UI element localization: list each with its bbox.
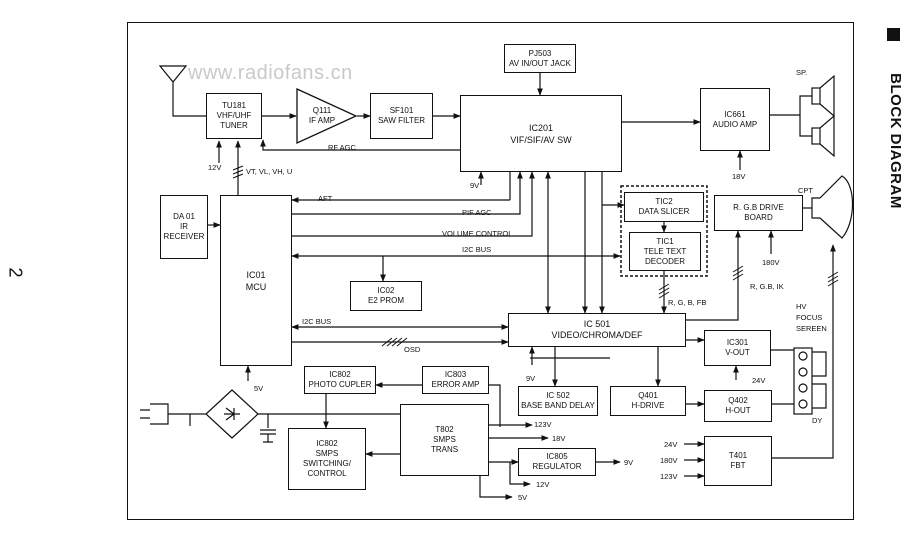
diagram-frame xyxy=(127,22,854,520)
label-123v-fbt: 123V xyxy=(660,472,678,481)
label-pif-agc: PIF AGC xyxy=(462,208,492,217)
label-vt-bus: VT, VL, VH, U xyxy=(246,167,293,176)
label-i2c-bus-top: I2C BUS xyxy=(462,245,492,254)
label-sp: SP. xyxy=(796,68,808,77)
label-12v-out: 12V xyxy=(536,480,550,489)
crt-icon xyxy=(811,175,853,239)
deflection-yoke-icon xyxy=(793,347,813,415)
label-5v-mcu: 5V xyxy=(254,384,264,393)
label-rf-agc: RF AGC xyxy=(328,143,356,152)
label-aft: AFT xyxy=(318,194,333,203)
label-123v: 123V xyxy=(534,420,552,429)
watermark: www.radiofans.cn xyxy=(188,62,353,84)
ac-plug-icon xyxy=(140,403,190,425)
label-rgb-ik: R, G.B, IK xyxy=(750,282,784,291)
label-osd: OSD xyxy=(404,345,421,354)
label-180v-fbt: 180V xyxy=(660,456,678,465)
label-focus: FOCUS xyxy=(796,313,823,322)
antenna-icon xyxy=(158,65,206,117)
label-180v-rgb: 180V xyxy=(762,258,780,267)
label-sereen: SEREEN xyxy=(796,324,827,333)
block-diagram-title: BLOCK DIAGRAM xyxy=(884,26,904,236)
label-i2c-bus-mid: I2C BUS xyxy=(302,317,332,326)
label-24v-vout: 24V xyxy=(752,376,766,385)
label-hv: HV xyxy=(796,302,807,311)
label-9v-ic201: 9V xyxy=(470,181,480,190)
title-text: BLOCK DIAGRAM xyxy=(887,73,904,209)
teletext-group-border xyxy=(620,185,708,277)
label-9v-reg: 9V xyxy=(624,458,634,467)
label-volume-control: VOLUME CONTROL xyxy=(442,229,513,238)
label-cpt: CPT xyxy=(798,186,813,195)
label-18v-out: 18V xyxy=(552,434,566,443)
label-5v-out: 5V xyxy=(518,493,528,502)
label-9v-ic501: 9V xyxy=(526,374,536,383)
label-24v-fbt: 24V xyxy=(664,440,678,449)
title-square-icon xyxy=(887,28,900,41)
speaker-icon xyxy=(811,87,821,105)
label-12v-tuner: 12V xyxy=(208,163,222,172)
capacitor-icon xyxy=(260,429,276,443)
label-18v-audio: 18V xyxy=(732,172,746,181)
page-number: 2 xyxy=(5,267,26,278)
bridge-rectifier-icon xyxy=(205,389,259,439)
label-rgb-fb: R, G, B, FB xyxy=(668,298,707,307)
amplifier-triangle-icon xyxy=(296,88,357,144)
label-dy: DY xyxy=(812,416,823,425)
